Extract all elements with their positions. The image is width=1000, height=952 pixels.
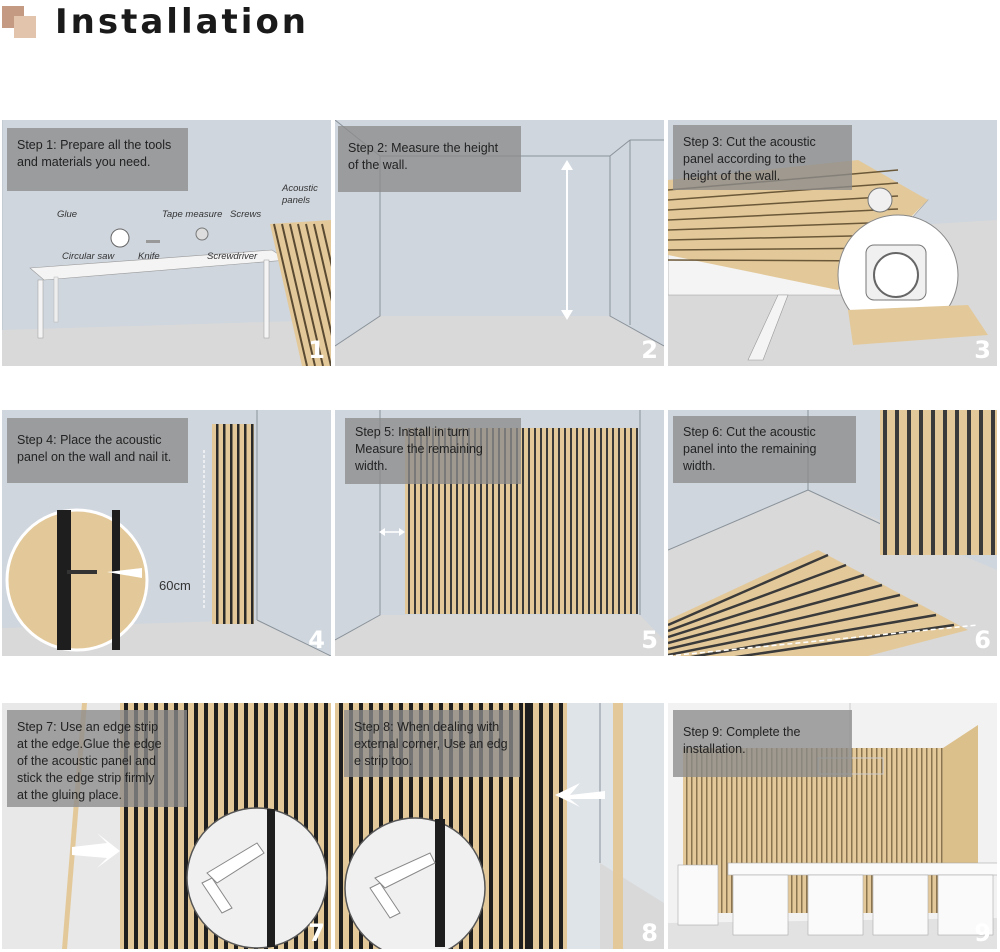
label-knife: Knife [138,251,160,262]
edge-arrow-icon [72,833,120,868]
page-title: Installation [55,2,310,42]
dining-set-icon [677,862,997,936]
floor-acoustic-panel [668,550,968,656]
step-number: 7 [308,919,325,947]
step-panel-2: Step 2: Measure the height of the wall. … [335,120,664,366]
step-panel-1: Step 1: Prepare all the tools and materi… [2,120,331,366]
label-screwdriver: Screwdriver [207,251,258,262]
label-screws: Screws [230,209,262,220]
height-arrow-icon [561,160,573,320]
label-circular-saw: Circular saw [62,251,115,262]
brand-logo-icon [2,6,38,38]
step-panel-4: Step 4: Place the acoustic panel on the … [2,410,331,656]
nail-arrow-icon [67,568,142,578]
step-panel-6: Step 6: Cut the acoustic panel into the … [668,410,997,656]
external-corner-scene [335,703,664,949]
step-panel-7: Step 7: Use an edge strip at the edge.Gl… [2,703,331,949]
step-caption: Step 5: Install in turn Measure the rema… [345,418,521,484]
step-number: 1 [308,336,325,364]
glue-gun-icon [369,852,436,919]
mounted-acoustic-panel [212,424,254,624]
step-panel-8: Step 8: When dealing with external corne… [335,703,664,949]
width-arrow-icon [379,528,405,536]
step-number: 8 [641,919,658,947]
step-caption: Step 9: Complete the installation. [673,710,852,777]
step-number: 2 [641,336,658,364]
step-panel-5: Step 5: Install in turn Measure the rema… [335,410,664,656]
step-number: 9 [974,919,991,947]
step-number: 5 [641,626,658,654]
step-caption: Step 7: Use an edge strip at the edge.Gl… [7,710,187,807]
spacing-measurement: 60cm [159,578,191,593]
completed-room-scene [668,703,997,949]
label-acoustic-panels: Acoustic panels [282,183,318,206]
step-caption: Step 6: Cut the acoustic panel into the … [673,416,856,483]
acoustic-panel-stack [270,220,331,366]
step-number: 4 [308,626,325,654]
step-caption: Step 4: Place the acoustic panel on the … [7,418,188,483]
step-caption: Step 8: When dealing with external corne… [344,710,520,777]
step-number: 3 [974,336,991,364]
label-tape-measure: Tape measure [162,209,223,220]
step-panel-9: Step 9: Complete the installation. 9 [668,703,997,949]
step-number: 6 [974,626,991,654]
step-panel-3: Step 3: Cut the acoustic panel according… [668,120,997,366]
glue-gun-icon [201,842,265,914]
wall-slats [880,410,997,555]
circular-saw-icon [865,187,927,301]
label-glue: Glue [57,209,78,220]
step-caption: Step 3: Cut the acoustic panel according… [673,125,852,190]
step-caption: Step 2: Measure the height of the wall. [338,126,521,192]
corner-arrow-icon [555,783,605,807]
step-caption: Step 1: Prepare all the tools and materi… [7,128,188,191]
